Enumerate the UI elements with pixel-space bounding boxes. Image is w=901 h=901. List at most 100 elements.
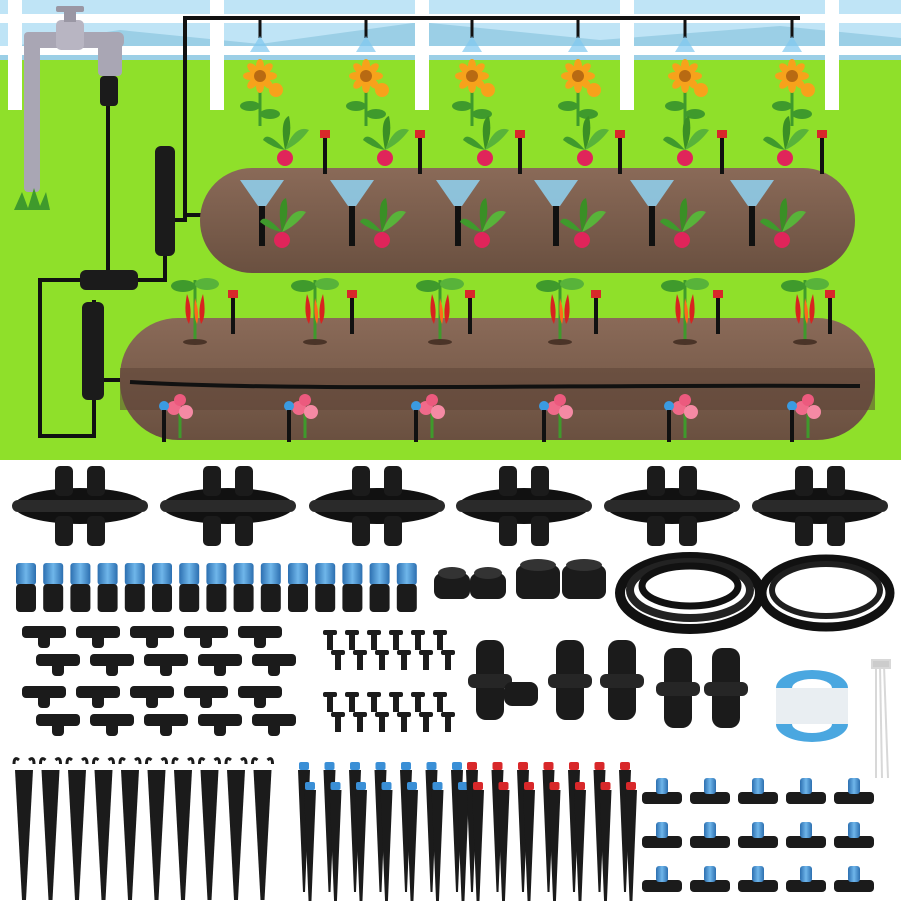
- sunflower-icon: [665, 18, 708, 126]
- four-way-connector-icon: [160, 466, 296, 546]
- funnel-sprinkler-icon: [630, 180, 674, 246]
- radish-icon: [763, 116, 809, 166]
- flower-icon: [159, 394, 193, 442]
- drip-stake-icon: [406, 782, 418, 901]
- radish-icon: [660, 198, 706, 248]
- drip-stake-icon: [304, 782, 316, 901]
- blue-drip-stakes: [298, 762, 469, 901]
- drip-emitter-icon: [834, 866, 874, 892]
- funnel-sprinkler-icon: [534, 180, 578, 246]
- shutoff-valve-icon: [704, 648, 748, 728]
- stake-icon: [713, 290, 723, 334]
- tee-connector-icon: [76, 686, 120, 708]
- adjustable-sprinkler-icon: [233, 563, 254, 612]
- adjustable-sprinkler-icon: [396, 563, 417, 612]
- goof-plug-icon: [397, 650, 411, 670]
- stake-icon: [65, 757, 89, 900]
- tee-connector-icon: [130, 626, 174, 648]
- adjustable-sprinkler-icon: [97, 563, 118, 612]
- four-way-connector-icon: [12, 466, 148, 546]
- drip-stake-icon: [380, 782, 393, 901]
- drip-stake-icon: [599, 782, 612, 901]
- tee-connector-icon: [252, 654, 296, 676]
- end-plugs: [434, 559, 606, 599]
- tee-connector-icon: [22, 686, 66, 708]
- cable-ties-icon: [871, 659, 891, 779]
- stake-icon: [615, 130, 625, 174]
- goof-plug-icon: [353, 712, 367, 732]
- garden-scene: [0, 0, 901, 460]
- four-way-connector-icon: [456, 466, 592, 546]
- drip-emitter-icon: [642, 822, 682, 848]
- tee-connector-icon: [36, 714, 80, 736]
- flower-icon: [284, 394, 318, 442]
- goof-plug-icon: [433, 630, 447, 650]
- stake-icon: [825, 290, 835, 334]
- stake-icon: [224, 757, 248, 900]
- goof-plugs: [323, 630, 455, 732]
- goof-plug-icon: [323, 692, 337, 712]
- drip-stake-icon: [472, 782, 484, 901]
- four-way-connector-icon: [604, 466, 740, 546]
- stake-icon: [717, 130, 727, 174]
- adjustable-sprinkler-icon: [342, 563, 363, 612]
- stake-icon: [39, 757, 62, 900]
- shutoff-valve-icon: [656, 648, 700, 728]
- drip-emitter-icon: [834, 778, 874, 804]
- stake-icon: [12, 757, 36, 900]
- stake-icon: [415, 130, 425, 174]
- stake-icon: [465, 290, 475, 334]
- drip-emitter-icon: [786, 778, 826, 804]
- adjustable-sprinkler-icon: [179, 563, 200, 612]
- tee-connector-icon: [90, 654, 134, 676]
- hose-adapter-icon: [100, 76, 118, 106]
- goof-plug-icon: [411, 630, 425, 650]
- sunflower-icon: [346, 18, 389, 126]
- drip-emitter-icon: [738, 778, 778, 804]
- drip-stake-icon: [548, 782, 561, 901]
- radish-icon: [260, 198, 306, 248]
- drip-stake-icon: [329, 782, 342, 901]
- chili-plant-icon: [536, 278, 584, 345]
- flower-icon: [664, 394, 698, 442]
- stake-icon: [228, 290, 238, 334]
- drip-emitter-icon: [642, 866, 682, 892]
- tee-connector-icon: [130, 686, 174, 708]
- tee-connector-icon: [198, 714, 242, 736]
- shutoff-valve-icon: [468, 640, 538, 720]
- chili-plant-icon: [171, 278, 219, 345]
- adjustable-sprinkler-icon: [16, 563, 36, 612]
- goof-plug-icon: [345, 692, 359, 712]
- goof-plug-icon: [411, 692, 425, 712]
- flower-icon: [787, 394, 821, 442]
- four-way-connector-icon: [309, 466, 445, 546]
- goof-plug-icon: [375, 650, 389, 670]
- goof-plug-icon: [331, 712, 345, 732]
- goof-plug-icon: [389, 630, 403, 650]
- drip-emitter-icon: [690, 822, 730, 848]
- funnel-sprinkler-icon: [730, 180, 774, 246]
- radish-icon: [363, 116, 409, 166]
- adjustable-sprinkler-icon: [315, 563, 336, 612]
- chili-plant-icon: [291, 278, 339, 345]
- four-way-connectors: [12, 466, 888, 546]
- tee-connector-icon: [76, 626, 120, 648]
- tee-connector-icon: [36, 654, 80, 676]
- tee-connector-icon: [238, 686, 282, 708]
- adjustable-sprinkler-heads: [16, 563, 417, 612]
- tee-connector-icon: [80, 270, 138, 290]
- tee-connector-icon: [144, 654, 188, 676]
- stake-icon: [591, 290, 601, 334]
- drip-emitter-icon: [690, 778, 730, 804]
- goof-plug-icon: [367, 630, 381, 650]
- adjustable-sprinkler-icon: [70, 563, 91, 612]
- drip-stake-icon: [457, 782, 469, 901]
- goof-plug-icon: [375, 712, 389, 732]
- drip-emitter-icon: [786, 866, 826, 892]
- tee-connector-icon: [238, 626, 282, 648]
- four-way-connector-icon: [82, 302, 104, 400]
- stake-icon: [198, 757, 221, 900]
- goof-plug-icon: [419, 712, 433, 732]
- goof-plug-icon: [323, 630, 337, 650]
- chili-plant-icon: [661, 278, 709, 345]
